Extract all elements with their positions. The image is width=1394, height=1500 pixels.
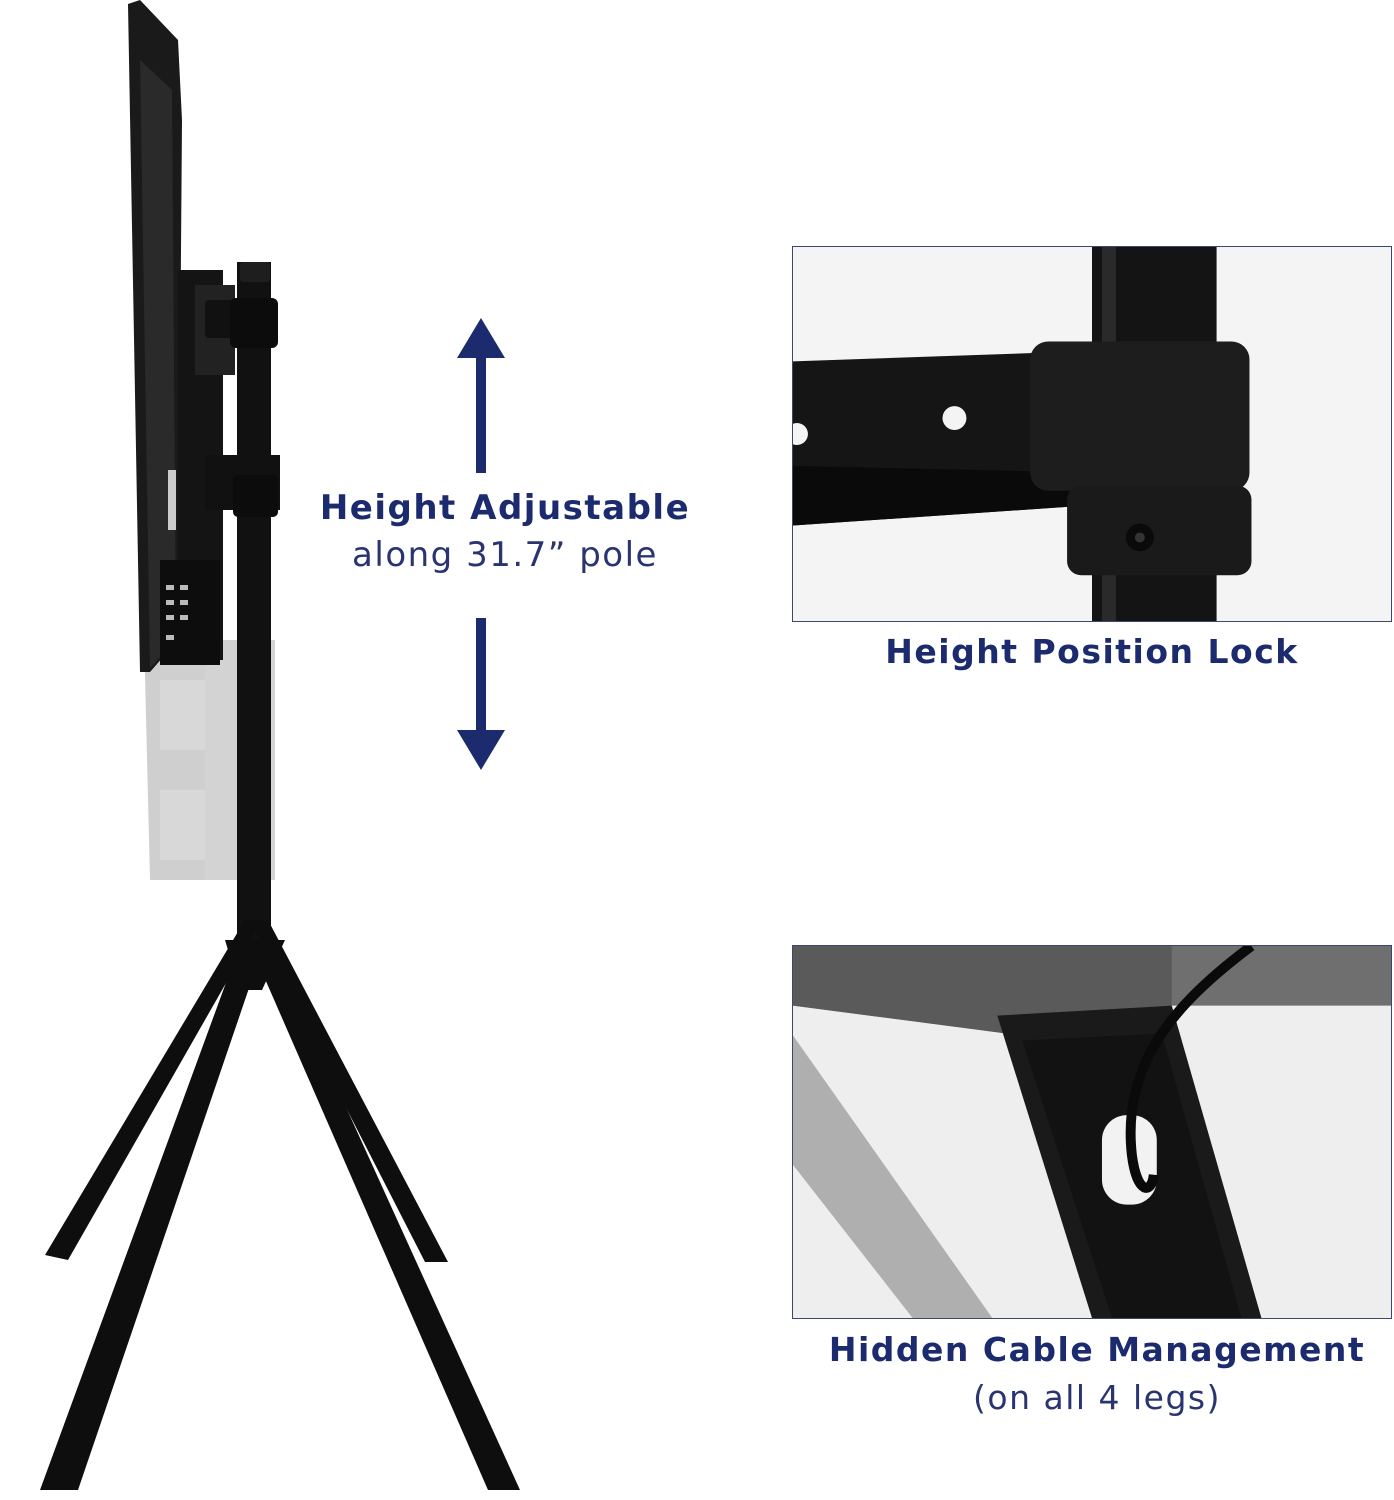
- cable-management-subcaption: (on all 4 legs): [973, 1378, 1221, 1417]
- height-lock-caption: Height Position Lock: [885, 632, 1299, 671]
- tv-stand-illustration: [40, 0, 520, 1490]
- height-adjustable-subtitle: along 31.7” pole: [352, 535, 658, 575]
- pole-collar-top: [230, 298, 278, 348]
- height-adjustable-title: Height Adjustable: [319, 488, 691, 528]
- height-lock-detail-photo: [792, 246, 1392, 622]
- cable-management-detail-photo: [792, 945, 1392, 1319]
- tripod-legs: [40, 920, 520, 1490]
- pole-collar-mid: [233, 475, 278, 517]
- cable-management-caption: Hidden Cable Management: [828, 1330, 1366, 1369]
- arrow-down-icon: [457, 618, 505, 770]
- arrow-up-icon: [457, 318, 505, 473]
- pole: [237, 262, 271, 962]
